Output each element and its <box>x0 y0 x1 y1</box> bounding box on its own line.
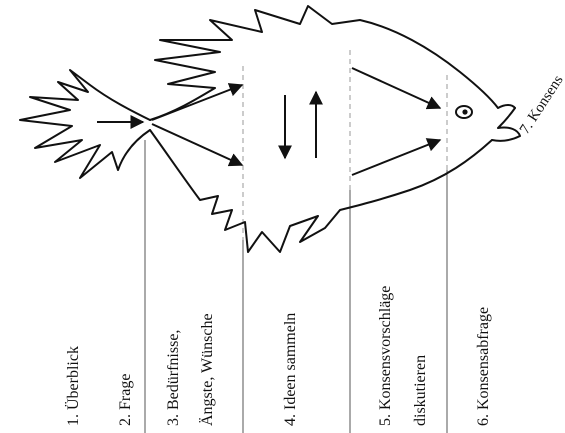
stage-label-4: 4. Ideen sammeln <box>282 313 299 426</box>
stage-label-1: 1. Überblick <box>64 346 82 426</box>
stage-labels: 1. Überblick 2. Frage 3. Bedürfnisse, Ängst… <box>64 286 492 426</box>
stage-label-5-line-1: 5. Konsensvorschläge <box>377 286 394 426</box>
arrow-split-up <box>151 83 244 121</box>
process-arrows <box>97 67 442 176</box>
fish-back <box>149 5 516 121</box>
fish-eye <box>455 105 473 119</box>
fish-tail <box>19 69 151 179</box>
stage-label-3-line-1: 3. Bedürfnisse, <box>165 330 182 426</box>
stage-label-6: 6. Konsensabfrage <box>475 307 492 426</box>
arrow-merge-down <box>351 67 442 110</box>
arrow-split-down <box>151 123 244 167</box>
stage-label-2: 2. Frage <box>117 374 134 426</box>
fish-drawing <box>19 5 521 253</box>
stage-dividers <box>144 140 448 433</box>
stage-label-5-line-2: diskutieren <box>412 355 429 426</box>
stage-dividers-dashed <box>242 50 448 240</box>
fish-belly <box>149 129 493 253</box>
stage-label-3-line-2: Ängste, Wünsche <box>198 313 216 426</box>
fish-pupil <box>462 109 468 115</box>
consensus-label: 7. Konsens <box>517 72 565 137</box>
arrow-merge-up <box>351 138 442 176</box>
fish-mouth <box>491 107 521 142</box>
